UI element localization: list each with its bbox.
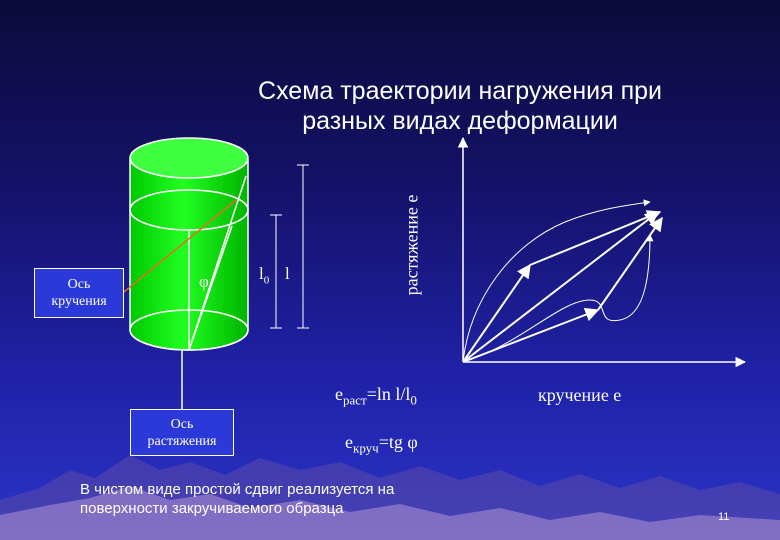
torsion-axis-pointer <box>123 199 237 293</box>
initial-length-main: l <box>259 264 264 283</box>
torsion-axis-label: Ось кручения <box>34 268 124 318</box>
initial-length-sub: 0 <box>263 274 270 287</box>
trajectory-direct <box>462 211 660 363</box>
torsion-axis-label-line2: кручения <box>51 294 107 309</box>
trajectory-stretch-first <box>462 263 531 363</box>
x-axis-label: кручение e <box>538 385 622 405</box>
trajectory-then-twist <box>529 210 662 266</box>
trajectory-curve-lower <box>462 234 654 363</box>
initial-length-label: l0 <box>259 264 269 286</box>
title-line-2: разных видах деформации <box>302 107 618 135</box>
tension-strain-formula: eраст=ln l/l0 <box>335 384 417 409</box>
title-line-1: Схема траектории нагружения при <box>258 77 662 105</box>
tension-formula-rhs: =ln l/l <box>366 384 411 404</box>
length-dimensions <box>270 164 309 329</box>
torsion-formula-sub: круч <box>353 440 379 456</box>
page-number: 11 <box>718 511 730 523</box>
tension-formula-rhs-sub: 0 <box>410 392 417 408</box>
slide-title: Схема траектории нагружения при разных в… <box>180 76 740 136</box>
note-line-2: поверхности закручиваемого образца <box>80 500 344 517</box>
cylinder-top <box>129 137 249 179</box>
cylinder-specimen <box>123 137 249 409</box>
torsion-formula-rhs: =tg φ <box>378 432 418 452</box>
torsion-axis-label-line1: Ось <box>67 277 91 292</box>
note-text: В чистом виде простой сдвиг реализуется … <box>80 480 520 518</box>
torsion-formula-lhs: e <box>345 432 353 452</box>
note-line-1: В чистом виде простой сдвиг реализуется … <box>80 481 395 498</box>
y-axis-label: растяжение e <box>401 194 422 296</box>
trajectory-curve-upper <box>462 199 651 363</box>
torsion-strain-formula: eкруч=tg φ <box>345 432 418 457</box>
stretched-line <box>188 175 247 351</box>
tension-axis-label: Ось растяжения <box>130 409 234 456</box>
tension-axis-label-line1: Ось <box>170 416 194 432</box>
tension-formula-sub: раст <box>343 392 367 408</box>
angle-label: φ <box>199 272 209 291</box>
tension-axis-label-line2: растяжения <box>147 433 217 449</box>
trajectory-graph <box>457 136 747 368</box>
trajectory-then-stretch <box>597 216 663 311</box>
length-label: l <box>285 264 290 283</box>
tension-formula-lhs: e <box>335 384 343 404</box>
